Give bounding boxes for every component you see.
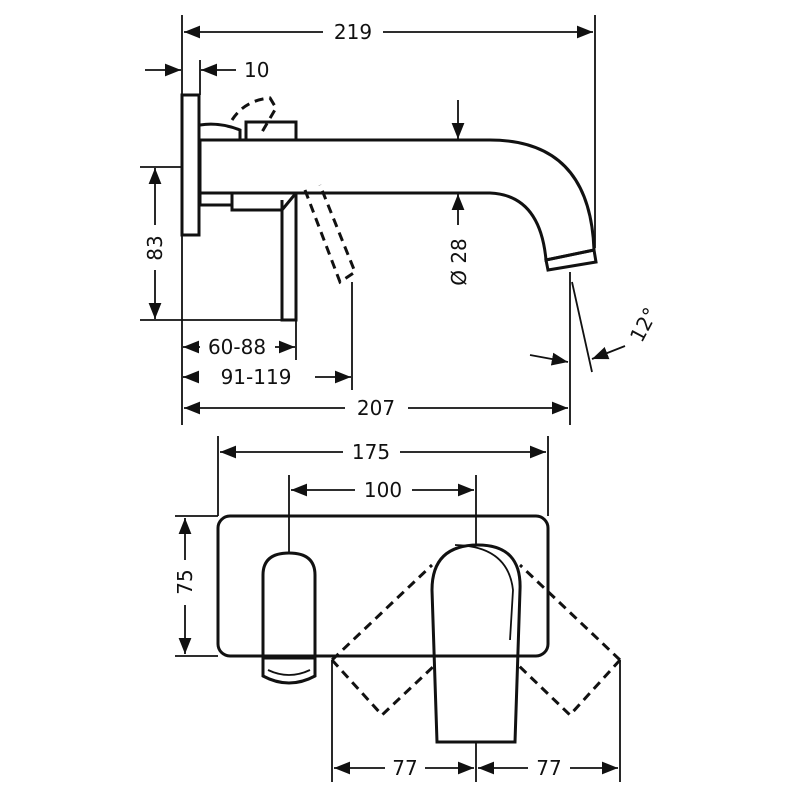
dim-plate-thickness: 10	[244, 58, 269, 82]
side-view: 219 10 83 Ø 28 60-88 91-119 207 12°	[140, 15, 663, 425]
spout-outlet	[261, 551, 317, 660]
aerator-ring	[261, 658, 317, 685]
aerator-inner	[267, 669, 311, 676]
dim-lever-reach: 60-88	[208, 335, 266, 359]
dim-lever-swing-left: 77	[392, 756, 417, 780]
dim-spout-angle: 12°	[625, 303, 663, 346]
dim-plate-height: 75	[173, 569, 197, 594]
lever-swing-right	[516, 658, 622, 718]
dim-overall-length: 219	[334, 20, 372, 44]
dim-center-distance: 100	[364, 478, 402, 502]
lever-swing-right-top	[518, 563, 622, 662]
lever-handle-highlight	[454, 544, 514, 641]
dim-lever-swing-right: 77	[536, 756, 561, 780]
lever-base	[230, 192, 298, 212]
lever-handle	[280, 193, 298, 322]
spout-aerator	[544, 248, 598, 272]
lever-mount	[244, 120, 298, 140]
lever-handle-front	[430, 543, 522, 744]
dim-height: 83	[143, 235, 167, 260]
lever-swing-left	[330, 658, 437, 718]
wall-plate	[180, 93, 201, 237]
body-collar-lower	[198, 193, 232, 207]
lever-top-open	[230, 96, 278, 133]
lever-handle-open	[303, 184, 357, 285]
dim-plate-width: 175	[352, 440, 390, 464]
lever-swing-left-top	[330, 563, 434, 662]
dim-lever-reach-open: 91-119	[221, 365, 292, 389]
cover-plate	[216, 514, 550, 658]
dim-spout-projection: 207	[357, 396, 395, 420]
spout-body	[198, 138, 596, 262]
body-collar	[199, 122, 242, 140]
dim-spout-diameter: Ø 28	[447, 238, 471, 286]
front-view: 175 100 75 77 77	[173, 436, 622, 782]
